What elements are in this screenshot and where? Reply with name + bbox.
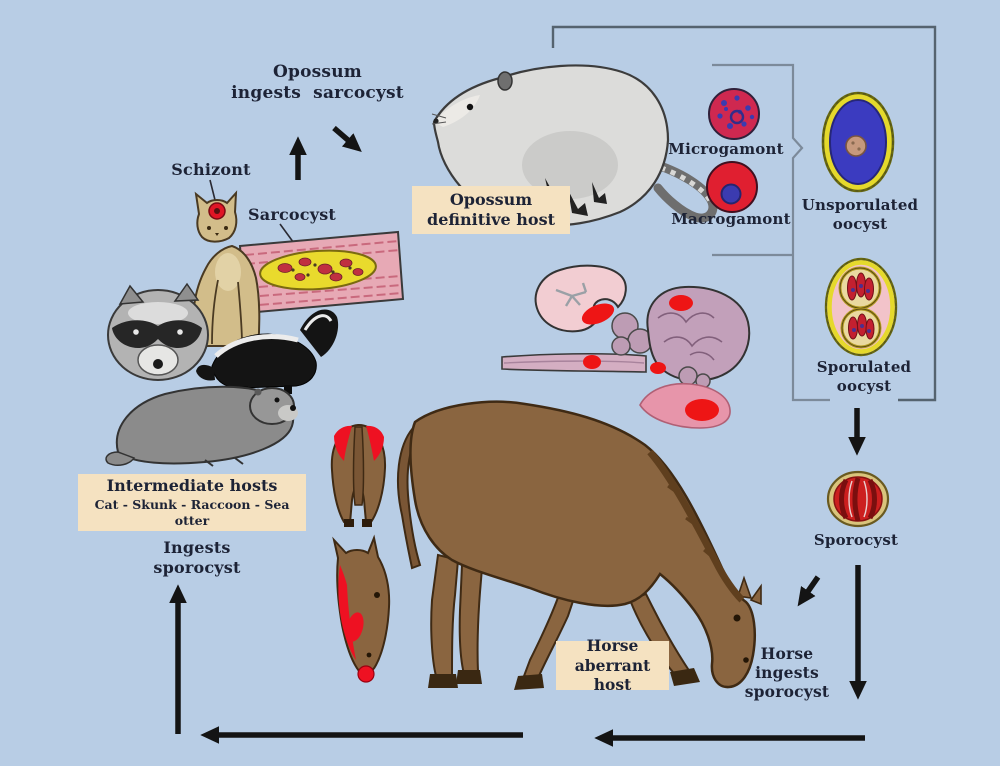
callout-title: Intermediate hosts bbox=[106, 476, 278, 496]
label-sarcocyst: Sarcocyst bbox=[248, 205, 337, 224]
label-unsporulated-oocyst: Unsporulated oocyst bbox=[800, 196, 920, 233]
unsporulated-oocyst-cell bbox=[821, 91, 895, 193]
arrow-sporocyst-to-horse bbox=[797, 575, 821, 607]
cat-illustration bbox=[192, 190, 261, 347]
callout-line: Opossum bbox=[449, 189, 533, 209]
bracket-gamont-to-oocyst bbox=[712, 63, 830, 402]
microgamont-cell bbox=[708, 88, 760, 140]
label-macrogamont: Macrogamont bbox=[671, 210, 791, 228]
brain-spinal-cord-illustration bbox=[501, 285, 751, 389]
callout-line: definitive host bbox=[427, 210, 555, 229]
label-line: oocyst bbox=[832, 214, 888, 233]
label-line: Sporulated bbox=[816, 358, 912, 376]
arrow-to-opossum bbox=[332, 125, 362, 153]
callout-line: Horse bbox=[586, 635, 639, 655]
sea-otter-illustration bbox=[105, 385, 298, 467]
bracket-lines bbox=[551, 25, 937, 402]
muscle-lesion-illustration bbox=[639, 382, 731, 429]
label-schizont: Schizont bbox=[171, 160, 251, 179]
label-line: sporocyst bbox=[744, 682, 830, 702]
label-line: Unsporulated bbox=[801, 196, 919, 214]
horse-head-illustration bbox=[332, 534, 391, 683]
label-opossum-ingests-sarcocyst: Opossum ingests sarcocyst bbox=[210, 62, 425, 104]
label-ingests-sporocyst: Ingests sporocyst bbox=[153, 538, 241, 577]
flow-arrows bbox=[169, 125, 867, 747]
grazing-horse-illustration bbox=[397, 400, 762, 690]
label-line: oocyst bbox=[836, 376, 892, 395]
label-horse-ingests-sporocyst: Horse ingests sporocyst bbox=[736, 644, 838, 702]
label-microgamont: Microgamont bbox=[668, 140, 784, 158]
raccoon-illustration bbox=[107, 282, 209, 381]
label-line: Horse bbox=[760, 644, 814, 663]
kidney-illustration bbox=[534, 264, 627, 333]
callout-opossum-definitive-host: Opossum definitive host bbox=[412, 186, 570, 234]
bracket-opossum-cycle bbox=[551, 25, 937, 402]
label-line: ingests sarcocyst bbox=[231, 83, 404, 104]
label-sporulated-oocyst: Sporulated oocyst bbox=[804, 358, 924, 395]
label-line: ingests bbox=[755, 663, 819, 683]
label-line: Opossum bbox=[273, 62, 362, 82]
label-sporocyst: Sporocyst bbox=[813, 531, 899, 549]
sporocyst-cell bbox=[826, 470, 890, 528]
skunk-illustration bbox=[196, 309, 339, 395]
macrogamont-cell bbox=[706, 161, 758, 213]
opossum-illustration bbox=[431, 64, 718, 227]
callout-horse-aberrant-host: Horse aberrant host bbox=[556, 636, 669, 694]
callout-intermediate-hosts: Intermediate hosts Cat - Skunk - Raccoon… bbox=[78, 474, 306, 531]
sporulated-oocyst-cell bbox=[824, 257, 898, 357]
muscle-with-sarcocyst-illustration bbox=[238, 230, 405, 315]
horse-rear-view-illustration bbox=[330, 423, 387, 527]
callout-animal-list: Cat - Skunk - Raccoon - Sea otter bbox=[94, 496, 290, 528]
callout-line: aberrant host bbox=[574, 655, 651, 695]
